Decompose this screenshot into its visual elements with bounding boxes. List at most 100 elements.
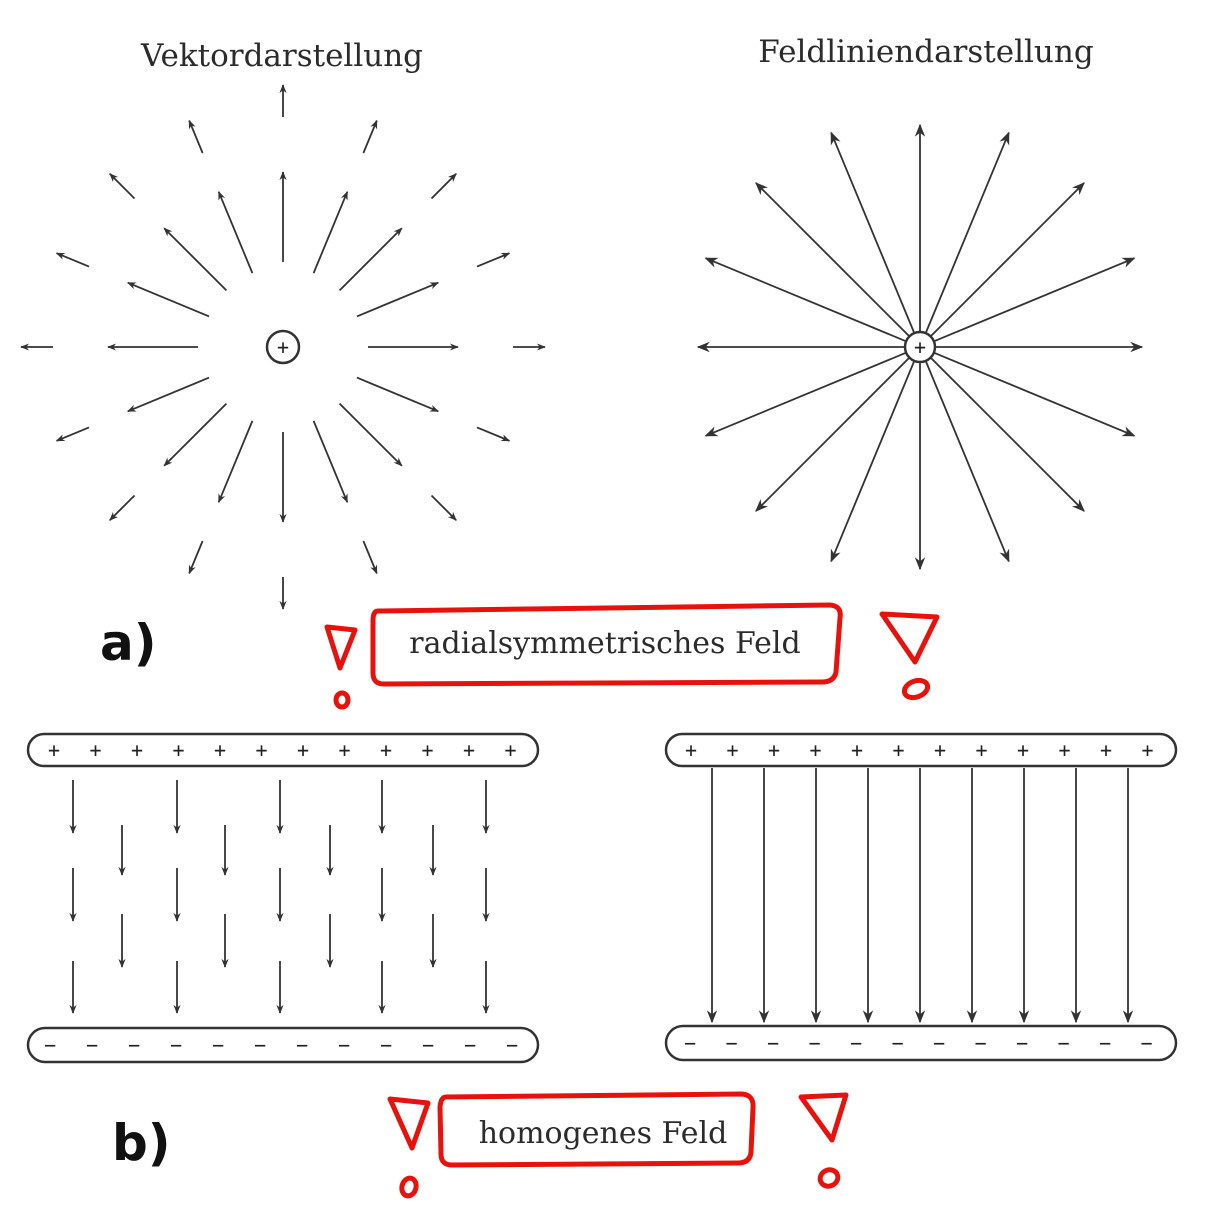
plus-sign: + [48,738,60,762]
minus-sign: − [296,1033,308,1057]
plus-signs-left: ++++++++++++ [48,738,517,762]
radial-field-line [830,131,916,334]
exclamation-mark-3 [387,1096,431,1199]
field-vector-arrow [430,173,457,200]
field-vector-arrow [188,540,204,575]
field-vector-arrow [312,190,349,274]
plus-sign: + [975,738,987,762]
caption-box-radial: radialsymmetrisches Feld [370,602,843,687]
label-a: a) [100,614,157,672]
plus-sign: + [1141,738,1153,762]
charge-symbol-left: + [277,335,289,359]
field-vector-arrow [362,540,378,575]
field-vector-arrow [188,119,204,154]
plus-sign: + [1100,738,1112,762]
minus-sign: − [974,1031,986,1055]
radial-field-line [755,182,911,338]
field-vector-arrow [356,376,440,413]
plus-sign: + [685,738,697,762]
plus-sign: + [726,738,738,762]
plus-sign: + [504,738,516,762]
field-vector-arrow [217,420,254,504]
radial-field-line [929,182,1085,338]
field-vector-arrow [109,494,136,521]
minus-sign: − [338,1033,350,1057]
minus-sign: − [1057,1031,1069,1055]
minus-sign: − [725,1031,737,1055]
capacitor-vector-representation: ++++++++++++ −−−−−−−−−−−− [26,732,540,1064]
minus-signs-left: −−−−−−−−−−−− [44,1033,518,1057]
plus-sign: + [89,738,101,762]
field-vector-arrow [55,252,90,268]
plus-sign: + [214,738,226,762]
minus-sign: − [422,1033,434,1057]
label-b: b) [112,1114,171,1172]
plus-sign: + [809,738,821,762]
field-vector-arrow [338,402,403,467]
positive-charge-left: + [265,329,301,365]
minus-sign: − [808,1031,820,1055]
caption-homogeneous-field: homogenes Feld [479,1116,728,1151]
radial-field-line [933,257,1136,343]
positive-plate-left [26,732,540,768]
plus-sign: + [1017,738,1029,762]
plus-sign: + [131,738,143,762]
minus-sign: − [850,1031,862,1055]
field-vector-arrow [362,119,378,154]
field-vector-arrow [476,252,511,268]
field-vector-arrow [312,420,349,504]
radial-field-line [924,360,1010,563]
field-vector-arrow [55,426,90,442]
plus-signs-right: ++++++++++++ [685,738,1154,762]
field-vector-arrow [338,227,403,292]
minus-sign: − [891,1031,903,1055]
minus-sign: − [1099,1031,1111,1055]
positive-charge-right: + [903,330,937,364]
field-line-representation-title: Feldliniendarstellung [758,34,1093,70]
radial-field-line [704,257,907,343]
field-vector-arrow [109,173,136,200]
negative-plate-right [664,1024,1178,1062]
negative-plate-left [26,1026,540,1064]
plus-sign: + [172,738,184,762]
field-vector-arrow [163,402,228,467]
minus-sign: − [1140,1031,1152,1055]
plus-sign: + [338,738,350,762]
radial-field-line [924,131,1010,334]
plus-sign: + [768,738,780,762]
exclamation-mark-2 [879,611,940,701]
minus-sign: − [212,1033,224,1057]
radial-vector-field [20,84,546,610]
plus-sign: + [1058,738,1070,762]
minus-sign: − [464,1033,476,1057]
minus-sign: − [86,1033,98,1057]
field-vector-arrow [126,376,210,413]
homogeneous-field-lines [706,768,1134,1024]
minus-sign: − [684,1031,696,1055]
vector-representation-title: Vektordarstellung [140,38,423,74]
radial-field-line [830,360,916,563]
exclamation-mark-4 [798,1092,849,1189]
caption-box-homogeneous: homogenes Feld [437,1091,756,1168]
field-vector-arrow [126,281,210,318]
plus-sign: + [851,738,863,762]
exclamation-mark-1 [324,624,358,710]
minus-sign: − [506,1033,518,1057]
plus-sign: + [463,738,475,762]
minus-sign: − [380,1033,392,1057]
minus-sign: − [254,1033,266,1057]
minus-signs-right: −−−−−−−−−−−− [684,1031,1153,1055]
minus-sign: − [128,1033,140,1057]
minus-sign: − [44,1033,56,1057]
radial-field-line [755,356,911,512]
homogeneous-vector-field [69,780,490,1014]
radial-field-line [704,351,907,437]
field-vector-arrow [476,426,511,442]
radial-field-line [933,351,1136,437]
caption-radial-field: radialsymmetrisches Feld [409,626,800,661]
plus-sign: + [380,738,392,762]
plus-sign: + [255,738,267,762]
positive-plate-right [664,732,1178,768]
field-vector-arrow [356,281,440,318]
